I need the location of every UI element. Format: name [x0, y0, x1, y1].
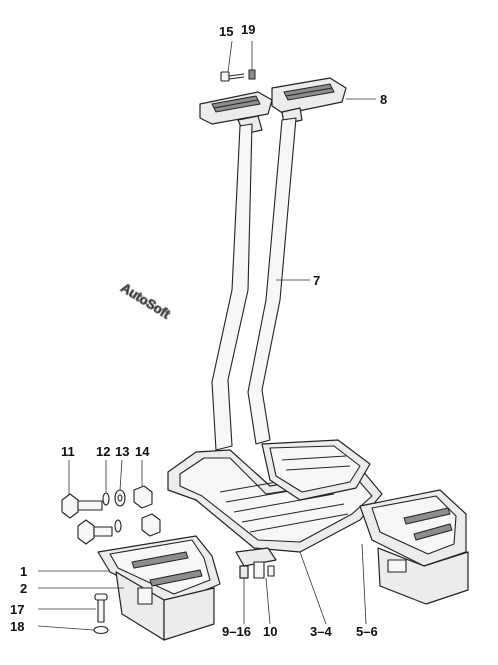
callout-2: 2 — [20, 581, 27, 596]
callout-8: 8 — [380, 92, 387, 107]
autosoft-watermark: AutoSoft — [118, 280, 173, 322]
callout-15: 15 — [219, 24, 233, 39]
nut-14 — [114, 485, 161, 537]
bolt-11-second — [77, 519, 113, 545]
upper-pedal-pad-right — [271, 77, 347, 125]
bolt-15 — [220, 71, 245, 82]
pedal-levers — [211, 117, 297, 451]
bracket-9-16 — [235, 547, 277, 579]
washer-18 — [93, 625, 109, 635]
callout-12: 12 — [96, 444, 110, 459]
nut-19 — [248, 69, 256, 80]
floor-plate-right — [261, 439, 371, 501]
upper-pedal-pad-left — [199, 91, 273, 135]
callout-7: 7 — [313, 273, 320, 288]
callout-labels: 15 19 8 7 11 12 13 14 1 2 17 18 9–16 10 … — [10, 22, 387, 639]
callout-1: 1 — [20, 564, 27, 579]
callout-13: 13 — [115, 444, 129, 459]
bolt-11 — [61, 493, 103, 519]
callout-18: 18 — [10, 619, 24, 634]
leader-lines — [37, 40, 376, 631]
bolt-17 — [94, 593, 108, 623]
callout-3-4: 3–4 — [310, 624, 332, 639]
callout-9-16: 9–16 — [222, 624, 251, 639]
right-pedal-5-6 — [359, 489, 469, 605]
callout-5-6: 5–6 — [356, 624, 378, 639]
callout-11: 11 — [61, 444, 75, 459]
washer-12 — [102, 492, 110, 506]
washer-13 — [114, 489, 126, 507]
callout-19: 19 — [241, 22, 255, 37]
callout-10: 10 — [263, 624, 277, 639]
callout-14: 14 — [135, 444, 150, 459]
left-pedal-1-2 — [97, 535, 221, 641]
spacer-10 — [253, 561, 275, 579]
callout-17: 17 — [10, 602, 24, 617]
